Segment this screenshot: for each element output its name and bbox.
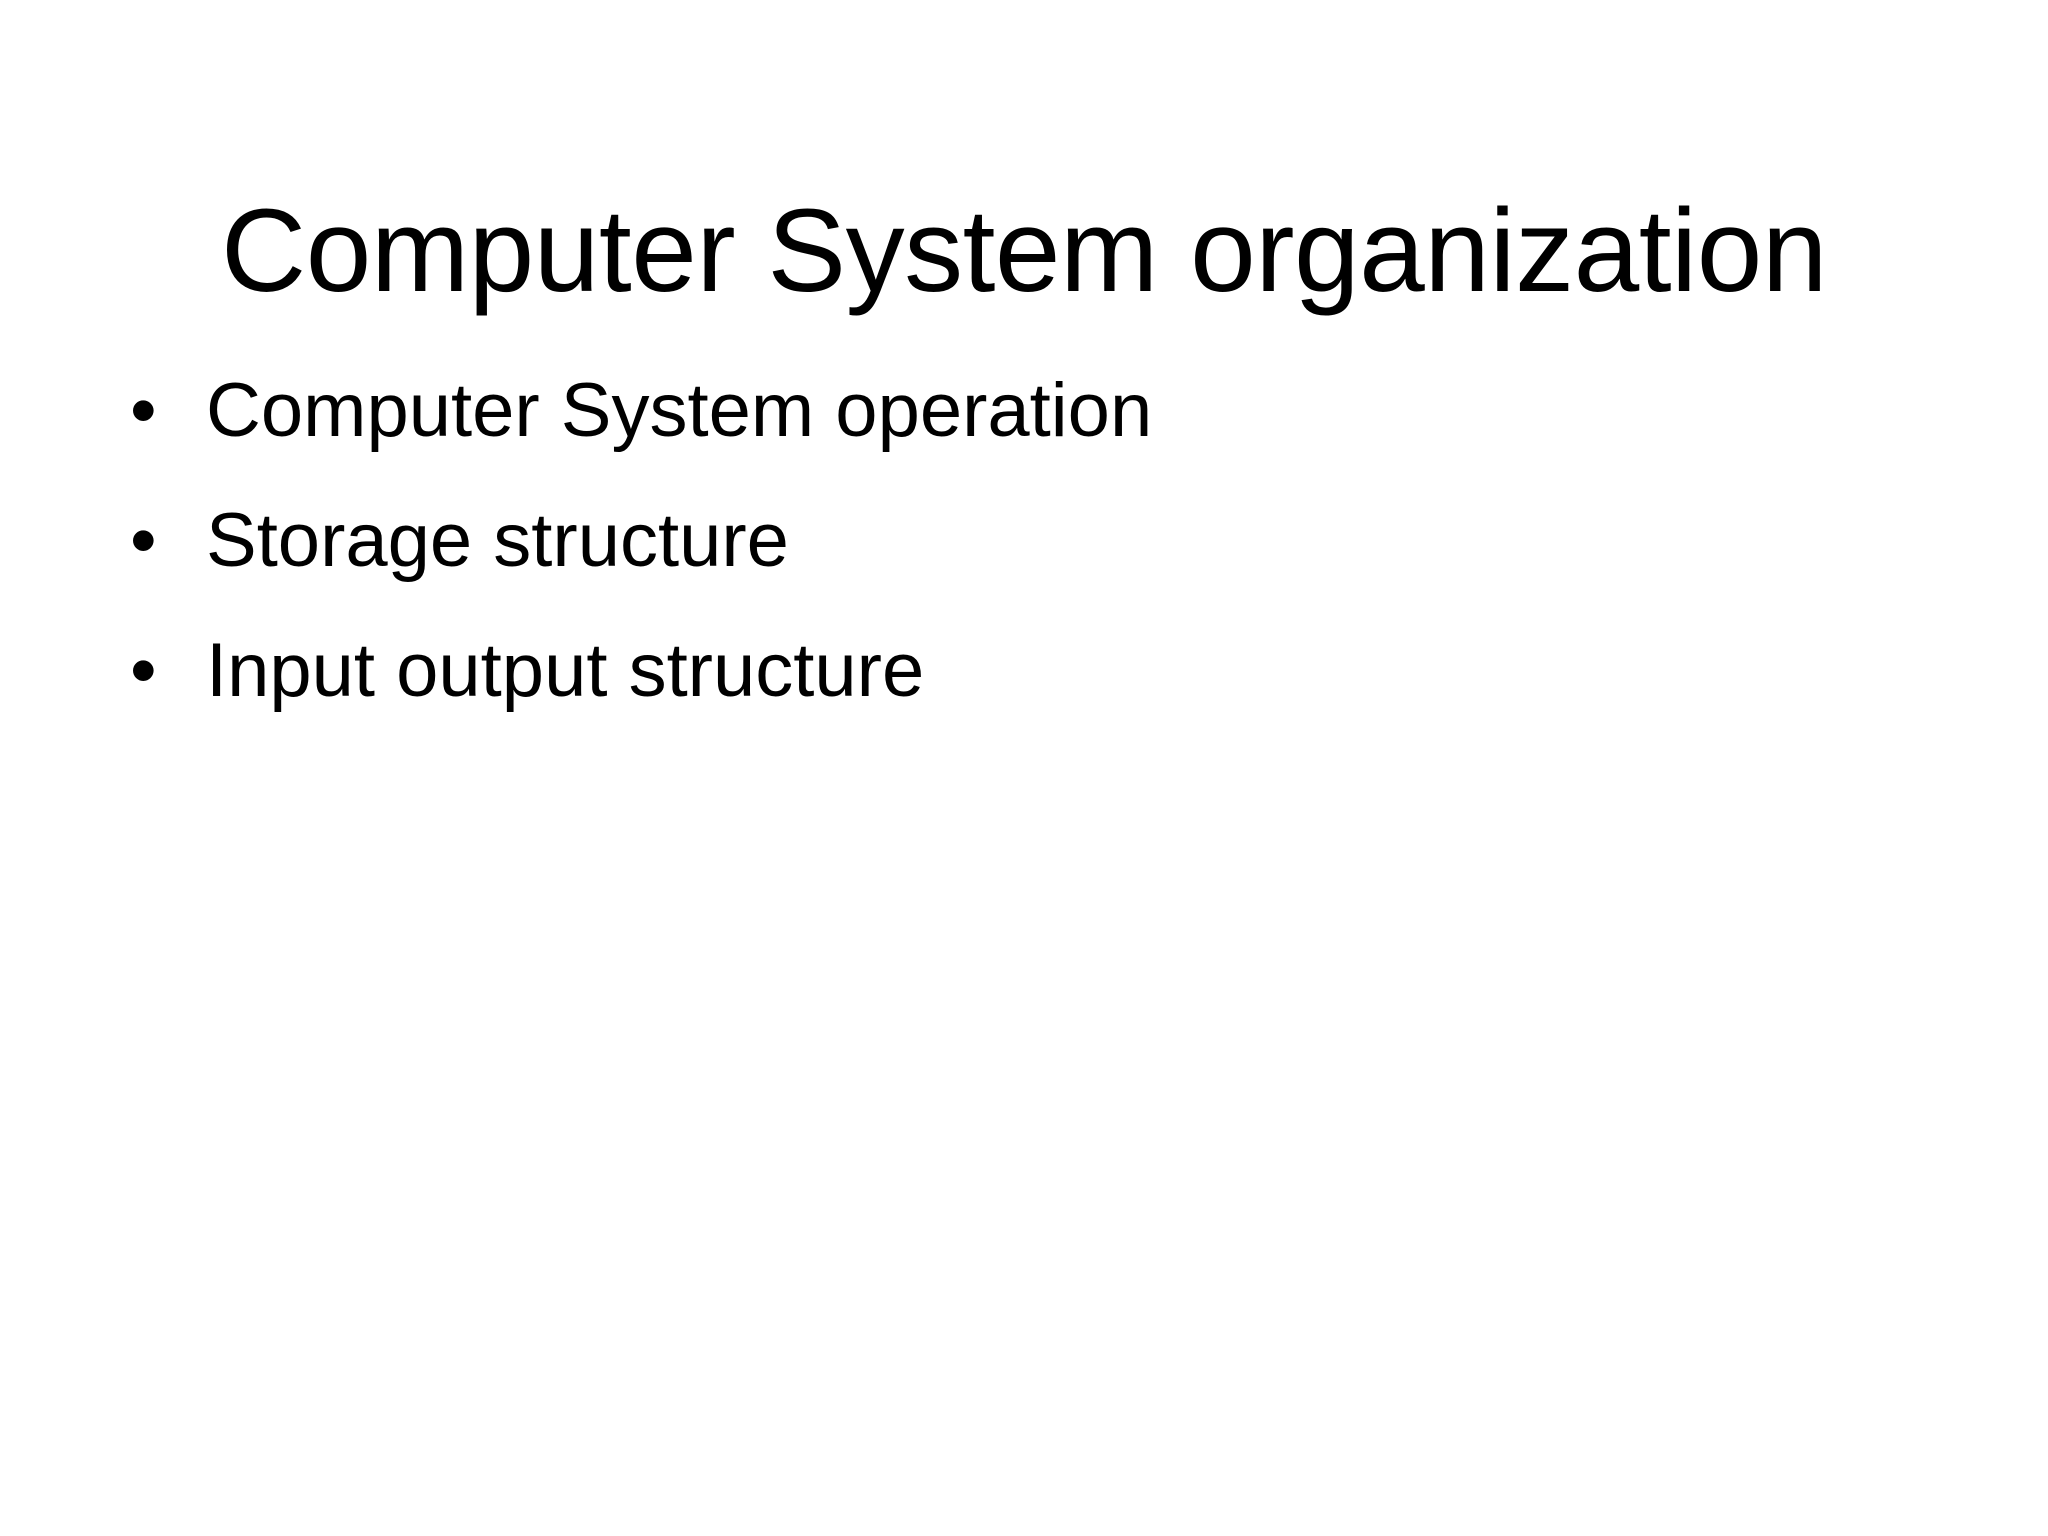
page-title: Computer System organization — [221, 185, 1827, 318]
bullet-item-label: Computer System operation — [206, 368, 1153, 453]
bullet-item-label: Input output structure — [206, 628, 925, 713]
bullet-point-icon: • — [130, 368, 157, 453]
bullet-list: • Computer System operation • Storage st… — [120, 372, 1940, 762]
bullet-item-label: Storage structure — [206, 498, 789, 583]
list-item: • Input output structure — [120, 632, 1940, 762]
bullet-point-icon: • — [130, 628, 157, 713]
list-item: • Computer System operation — [120, 372, 1940, 502]
list-item: • Storage structure — [120, 502, 1940, 632]
bullet-point-icon: • — [130, 498, 157, 583]
